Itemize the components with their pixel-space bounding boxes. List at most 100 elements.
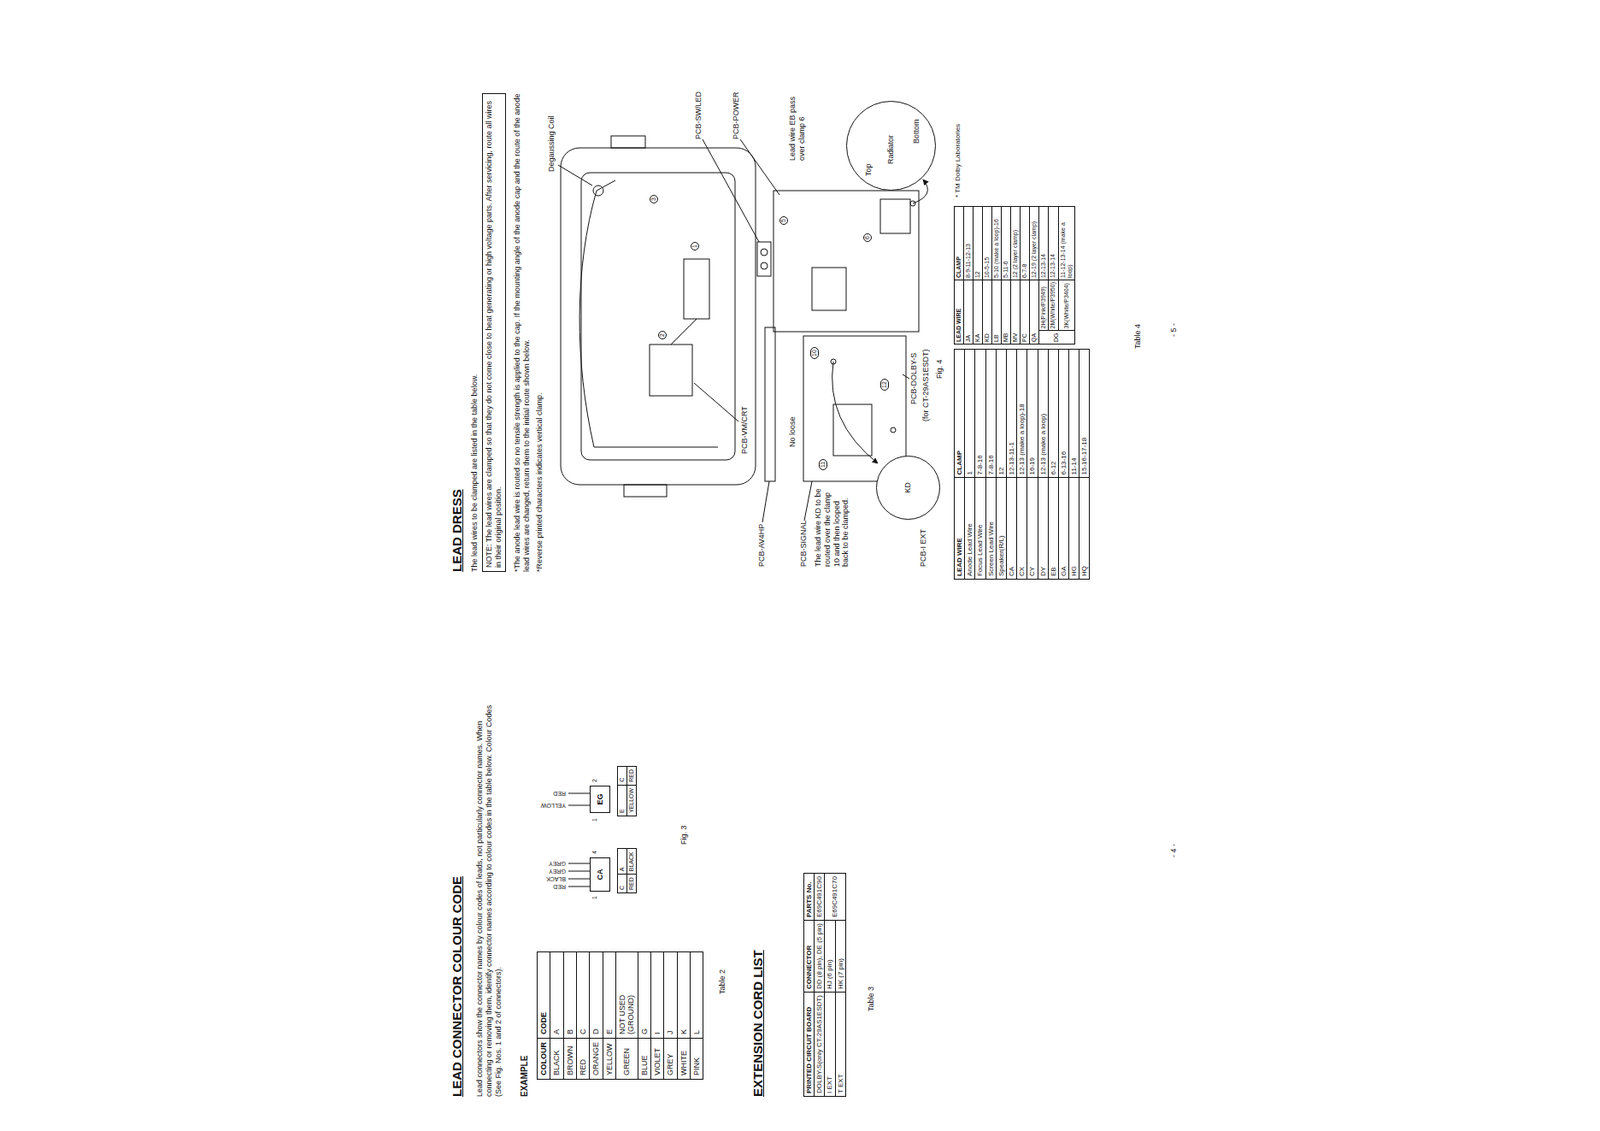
table-cell: A <box>550 952 564 1039</box>
table-row: QA12-19 (2 layer clamp) <box>1029 206 1040 345</box>
table-cell: MB <box>1001 280 1012 345</box>
data-table: LEAD WIRECLAMPAnode Lead Wire1Focus Lead… <box>953 348 1090 580</box>
table-cell: L <box>690 952 704 1039</box>
table-cell: CA <box>1005 477 1017 580</box>
table-row: Speaker(R/L)12 <box>995 349 1006 580</box>
part-label: PCB-I EXT <box>918 529 929 567</box>
section-heading: LEAD CONNECTOR COLOUR CODE <box>449 876 465 1097</box>
part-label: PCB-AV4HP <box>757 523 767 567</box>
table-row: EB6-12 <box>1047 349 1059 580</box>
table-cell: E <box>617 784 628 816</box>
data-table: PRINTED CIRCUIT BOARDCONNECTORPARTS No.D… <box>803 872 847 1097</box>
wire-colour: RED <box>552 882 566 890</box>
table-cell: ORANGE <box>589 1037 603 1079</box>
data-table: COLOURCODEBLACKABROWNBREDCORANGEDYELLOWE… <box>536 951 704 1080</box>
table-cell: 12-13-14 <box>1048 206 1059 281</box>
clamp-number: 1 <box>690 241 700 251</box>
table-cell: CONNECTOR <box>804 920 815 993</box>
data-table: ECYELLOWRED <box>617 765 637 817</box>
table-cell: BROWN <box>563 1037 577 1079</box>
lead-wire <box>568 878 590 880</box>
table-cell: Anode Lead Wire <box>964 477 976 580</box>
table-cell: 12-13 (make a loop) <box>1037 349 1048 478</box>
node-text: Top <box>864 163 874 177</box>
table-row: Screen Lead Wire7-8-16 <box>985 349 996 580</box>
table-row: HQ15-16-17-18 <box>1079 349 1090 580</box>
part-label: PCB-SW/LED <box>694 91 704 140</box>
table-row: BROWNB <box>563 952 577 1080</box>
table-row: LEAD WIRECLAMP <box>954 206 965 345</box>
table-cell: PC <box>1020 280 1030 345</box>
table-cell: 11-12-13-14 (make a loop) <box>1058 206 1075 281</box>
table-cell: DG <box>1039 330 1075 345</box>
table-cell: 10-5-15 <box>982 206 993 281</box>
leader-line <box>694 382 739 422</box>
table-cell: LEAD WIRE <box>954 477 965 580</box>
lead-wire <box>568 886 590 888</box>
table-cell: KD <box>982 280 993 345</box>
note-text: Lead connectors show the connector names… <box>475 694 503 1097</box>
node-text: CA <box>595 869 606 881</box>
table-cell: GREEN <box>616 1037 639 1079</box>
table-cell: 5-10 (make a loop)-16 <box>992 206 1002 281</box>
table-cell: PRINTED CIRCUIT BOARD <box>804 992 815 1097</box>
neck-board <box>649 344 693 396</box>
pin-number: 4 <box>591 850 599 854</box>
part-label: PCB-VM/CRT <box>740 405 750 454</box>
part-label: Degaussing Coil <box>547 115 557 172</box>
section-heading: EXTENSION CORD LIST <box>750 949 766 1097</box>
table-cell: DY <box>1037 477 1048 580</box>
pin-number: 2 <box>591 778 599 783</box>
table-row: PC6-7-8 <box>1020 206 1030 345</box>
pin-number: 1 <box>591 895 599 900</box>
anode-cap <box>683 258 710 319</box>
clamp-number: 3 <box>649 194 659 204</box>
table-row: PINKL <box>690 952 704 1080</box>
table-cell: PINK <box>690 1037 704 1079</box>
curved-arrow <box>832 361 878 464</box>
note-text: Lead wire EB pass over clamp 6 <box>788 79 807 161</box>
clamp-number: 5 <box>779 216 789 225</box>
node-text: Radiator <box>886 135 896 165</box>
leader-line <box>558 164 593 186</box>
clamp-number: 2 <box>658 330 667 340</box>
table-cell: CX <box>1017 477 1028 580</box>
clamp-dot <box>890 427 896 433</box>
pin-number: 1 <box>591 817 599 822</box>
table-row: DY12-13 (make a loop) <box>1037 349 1048 580</box>
table-row: CA <box>617 848 628 894</box>
table-row: BLACKA <box>550 952 564 1080</box>
table-cell: I EXT <box>824 992 836 1097</box>
degaussing-coil <box>579 180 718 448</box>
table-cell: JA <box>964 280 974 345</box>
inset-circle: TopRadiatorBottom <box>846 100 936 191</box>
table-caption: Table 3 <box>866 986 877 1012</box>
table-row: YELLOWE <box>602 952 616 1080</box>
table-cell: LEAD WIRE <box>954 280 965 345</box>
table-cell: HJ (6 pin) <box>824 920 836 993</box>
table-cell: G <box>637 952 651 1039</box>
part-label: PCB-POWER <box>731 91 742 140</box>
power-board <box>773 190 919 332</box>
table-cell: 6-13-16 <box>1058 349 1069 478</box>
table-cell: 12 <box>973 206 983 281</box>
table-cell: EB <box>1047 477 1059 580</box>
table-cell: CODE <box>537 952 551 1039</box>
wire-colour: YELLOW <box>541 801 566 809</box>
table-cell: 6-7-8 <box>1020 206 1030 281</box>
data-table: CAREDBLACK <box>617 847 637 894</box>
node-text: EG <box>595 794 606 806</box>
table-cell: GA <box>1058 477 1069 580</box>
note-text: (for CT-29AS1ESDT) <box>921 348 931 422</box>
table-cell: BLACK <box>627 848 637 875</box>
clamp-number: 11 <box>818 458 828 471</box>
wire-colour: GREY <box>548 859 566 867</box>
table-row: GREENNOT USED (GROUND) <box>616 952 639 1080</box>
lead-wire <box>568 793 590 795</box>
table-cell: 12-13-14 <box>1039 206 1049 281</box>
table-cell: 11-14 <box>1069 349 1080 478</box>
figure-caption: Fig. 4 <box>935 358 945 379</box>
table-row: DOLBY-S(only CT-29AS1ESDT)DD (8 pin), DE… <box>814 873 825 1097</box>
table-cell: BLUE <box>637 1037 651 1079</box>
table-row: MB5-11-6 <box>1001 206 1012 345</box>
